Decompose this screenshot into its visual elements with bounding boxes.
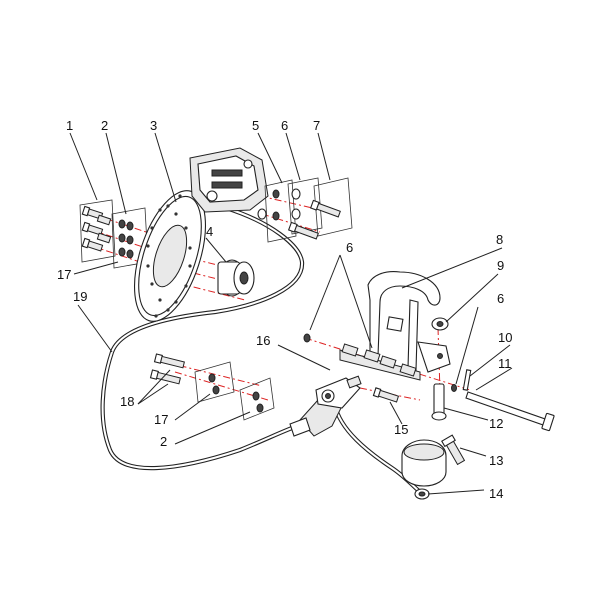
hose-clamp-14 xyxy=(414,488,430,500)
callout-9: 9 xyxy=(497,258,504,273)
callout-labels: 1 2 3 5 6 7 4 6 8 17 19 9 6 16 10 11 18 … xyxy=(57,118,512,501)
washer-set-2 xyxy=(111,207,149,269)
callout-6: 6 xyxy=(281,118,288,133)
callout-15: 15 xyxy=(394,422,408,437)
caliper-bolts xyxy=(257,177,353,243)
master-cylinder xyxy=(289,375,362,437)
nut-9 xyxy=(431,317,449,331)
callout-17: 17 xyxy=(154,412,168,427)
bolt-15 xyxy=(372,387,400,403)
pedal-bracket xyxy=(339,271,451,381)
callout-3: 3 xyxy=(150,118,157,133)
callout-18: 18 xyxy=(120,394,134,409)
bolt-set-1 xyxy=(79,199,116,263)
callout-7: 7 xyxy=(313,118,320,133)
bushings-6 xyxy=(303,333,457,392)
callout-2: 2 xyxy=(101,118,108,133)
long-bolt-11 xyxy=(465,391,555,432)
callout-12: 12 xyxy=(489,416,503,431)
callout-6: 6 xyxy=(497,291,504,306)
callout-10: 10 xyxy=(498,330,512,345)
callout-5: 5 xyxy=(252,118,259,133)
lower-bolt-group xyxy=(149,353,275,421)
callout-8: 8 xyxy=(496,232,503,247)
brake-caliper xyxy=(189,147,269,213)
banjo-bolt-13 xyxy=(441,434,466,466)
fluid-reservoir xyxy=(401,439,447,487)
callout-11: 11 xyxy=(498,356,512,371)
callout-19: 19 xyxy=(73,289,87,304)
brake-disc xyxy=(134,190,206,322)
pin-10 xyxy=(462,369,472,391)
callout-4: 4 xyxy=(206,224,213,239)
hub-flange xyxy=(217,259,255,297)
callout-1: 1 xyxy=(66,118,73,133)
callout-2: 2 xyxy=(160,434,167,449)
callout-14: 14 xyxy=(489,486,503,501)
callout-16: 16 xyxy=(256,333,270,348)
clevis-pin-12 xyxy=(431,383,447,421)
callout-17: 17 xyxy=(57,267,71,282)
callout-6: 6 xyxy=(346,240,353,255)
leader-lines xyxy=(69,132,513,495)
callout-13: 13 xyxy=(489,453,503,468)
